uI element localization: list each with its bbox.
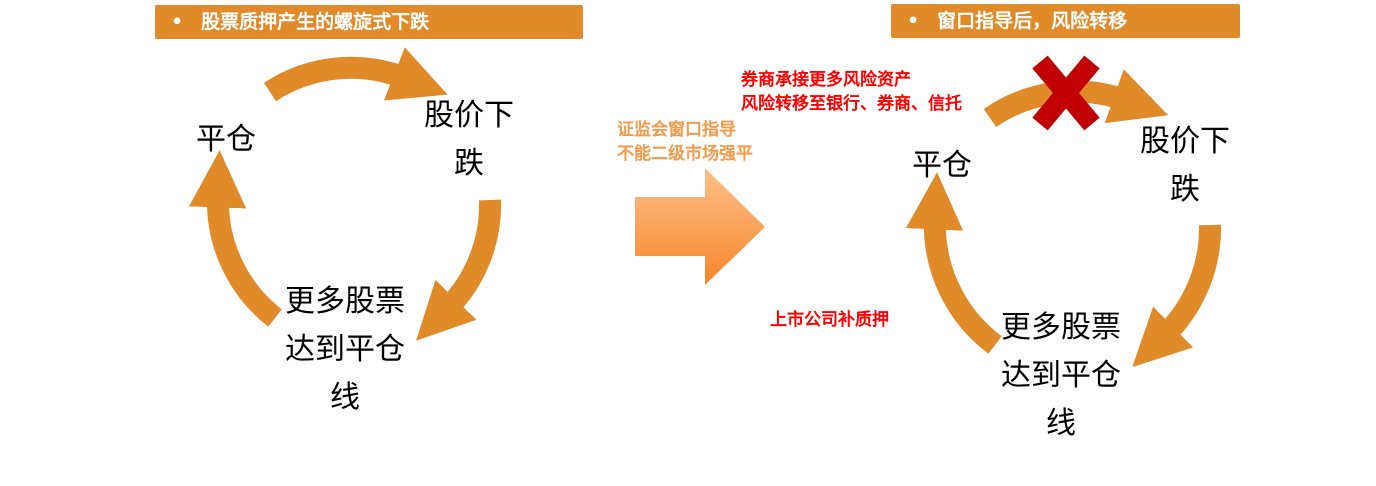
left-arc-left	[189, 150, 282, 327]
left-header-text: 股票质押产生的螺旋式下跌	[201, 11, 430, 33]
left-header: • 股票质押产生的螺旋式下跌	[155, 5, 583, 39]
text: 跌	[454, 146, 484, 181]
text: 证监会窗口指导	[617, 120, 736, 140]
text: 达到平仓	[1001, 358, 1121, 393]
text: 券商承接更多风险资产	[741, 70, 911, 90]
text: 线	[330, 380, 360, 415]
text: 更多股票	[1001, 310, 1121, 345]
big-right-arrow	[635, 168, 765, 285]
risk-transfer-text: 券商承接更多风险资产风险转移至银行、券商、信托	[741, 68, 962, 116]
right-arc-left	[905, 172, 1002, 354]
left-arc-right	[416, 199, 502, 341]
right-node-drop: 股价下跌	[1140, 118, 1230, 214]
text: 风险转移至银行、券商、信托	[741, 94, 962, 114]
text: 线	[1046, 406, 1076, 441]
csrc-guidance-text: 证监会窗口指导不能二级市场强平	[617, 118, 753, 166]
supplement-pledge-text: 上市公司补质押	[770, 310, 889, 330]
right-header: • 窗口指导后，风险转移	[891, 4, 1240, 38]
right-node-more: 更多股票达到平仓线	[1001, 304, 1121, 448]
left-arc-top	[263, 47, 448, 102]
right-node-pingcang: 平仓	[912, 148, 972, 183]
text: 股价下	[1140, 124, 1230, 159]
right-arc-right	[1132, 224, 1222, 368]
text: 跌	[1170, 172, 1200, 207]
bullet: •	[907, 10, 920, 32]
left-node-more: 更多股票达到平仓线	[285, 278, 405, 422]
text: 更多股票	[285, 284, 405, 319]
cross-icon	[1032, 55, 1100, 131]
left-node-drop: 股价下跌	[424, 92, 514, 188]
right-header-text: 窗口指导后，风险转移	[937, 10, 1128, 32]
text: 达到平仓	[285, 332, 405, 367]
text: 不能二级市场强平	[617, 144, 753, 164]
left-node-pingcang: 平仓	[196, 122, 256, 157]
text: 股价下	[424, 98, 514, 133]
bullet: •	[171, 11, 184, 33]
